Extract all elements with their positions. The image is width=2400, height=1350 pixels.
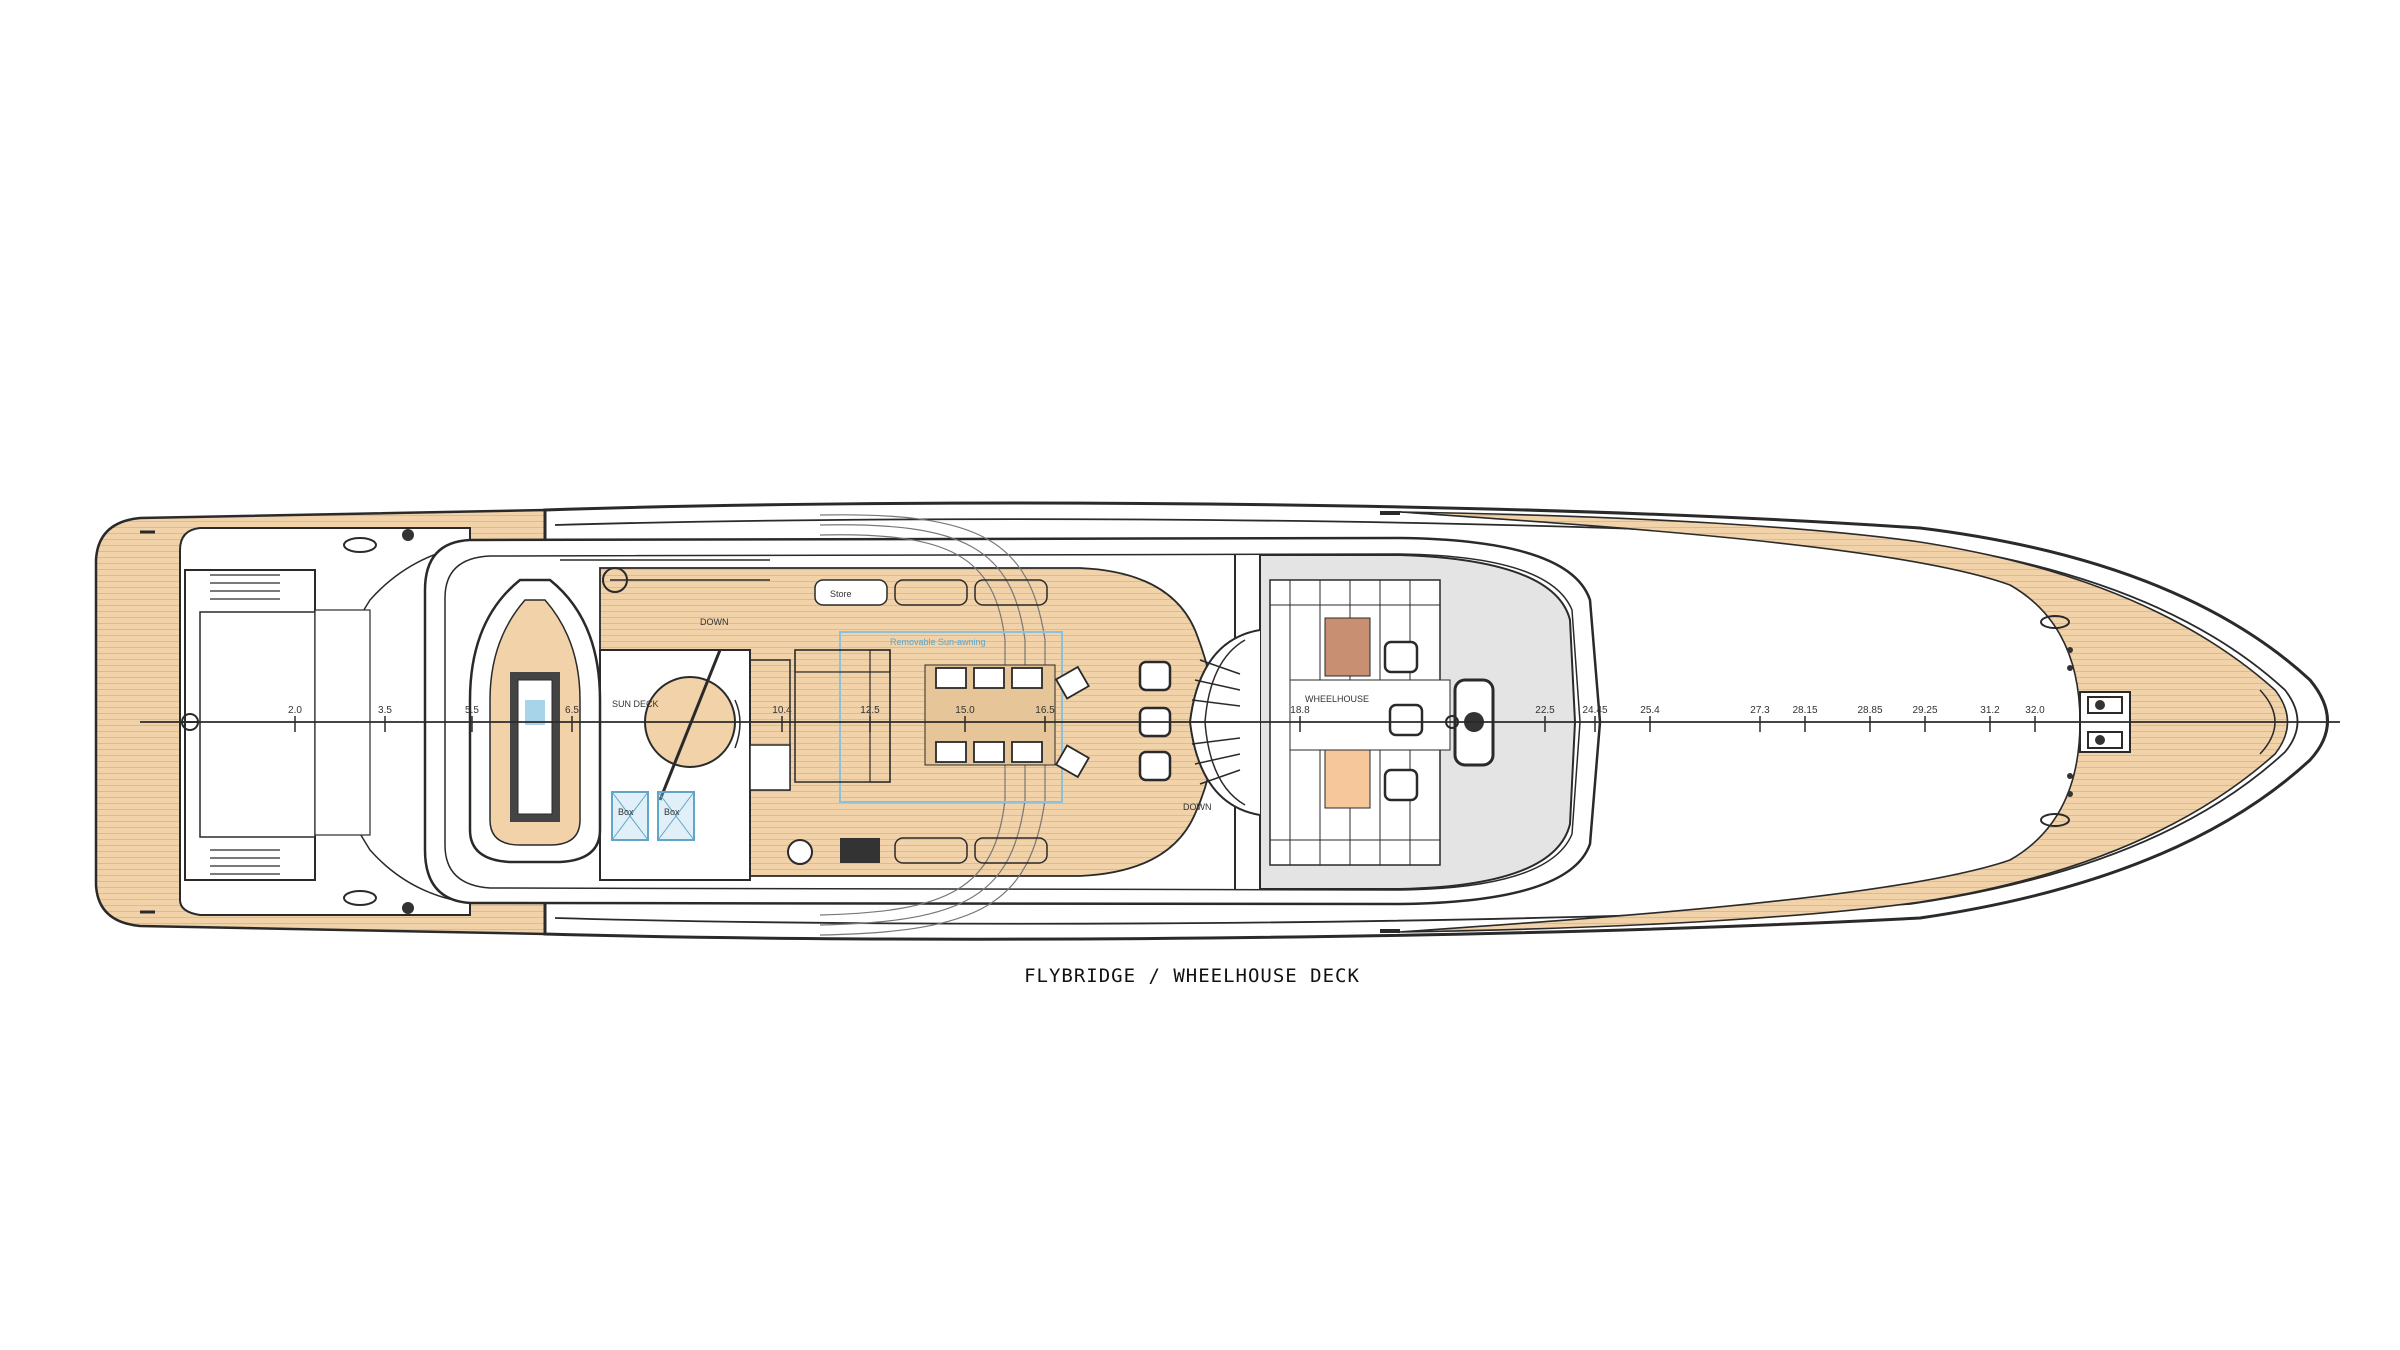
station-label: 3.5 xyxy=(378,705,392,716)
station-label: 27.3 xyxy=(1750,705,1770,716)
station-label: 24.45 xyxy=(1582,705,1607,716)
station-label: 18.8 xyxy=(1290,705,1310,716)
label-sun-deck: SUN DECK xyxy=(612,699,659,709)
station-label: 25.4 xyxy=(1640,705,1660,716)
sun-deck-area xyxy=(468,559,791,881)
station-label: 32.0 xyxy=(2025,705,2045,716)
station-label: 29.25 xyxy=(1912,705,1937,716)
station-label: 2.0 xyxy=(288,705,302,716)
label-wheelhouse: WHEELHOUSE xyxy=(1305,694,1369,704)
station-label: 22.5 xyxy=(1535,705,1555,716)
label-down-aft: DOWN xyxy=(700,617,729,627)
label-store: Store xyxy=(830,589,852,599)
station-label: 16.5 xyxy=(1035,705,1055,716)
drawing-caption: FLYBRIDGE / WHEELHOUSE DECK xyxy=(1024,965,1360,987)
station-label: 5.5 xyxy=(465,705,479,716)
station-label: 15.0 xyxy=(955,705,975,716)
centerline xyxy=(140,713,2340,731)
label-down-fwd: DOWN xyxy=(1183,802,1212,812)
station-label: 10.4 xyxy=(772,705,792,716)
label-box-b: Box xyxy=(664,807,680,817)
station-label: 28.15 xyxy=(1792,705,1817,716)
station-marks: 2.0 3.5 5.5 6.5 10.4 12.5 15.0 16.5 18.8 22.5 24.4… xyxy=(288,705,2045,732)
station-label: 28.85 xyxy=(1857,705,1882,716)
label-box-a: Box xyxy=(618,807,634,817)
station-label: 31.2 xyxy=(1980,705,2000,716)
station-label: 6.5 xyxy=(565,705,579,716)
station-label: 12.5 xyxy=(860,705,880,716)
flybridge-deck xyxy=(599,514,1261,936)
label-removable-awning: Removable Sun-awning xyxy=(890,637,986,647)
